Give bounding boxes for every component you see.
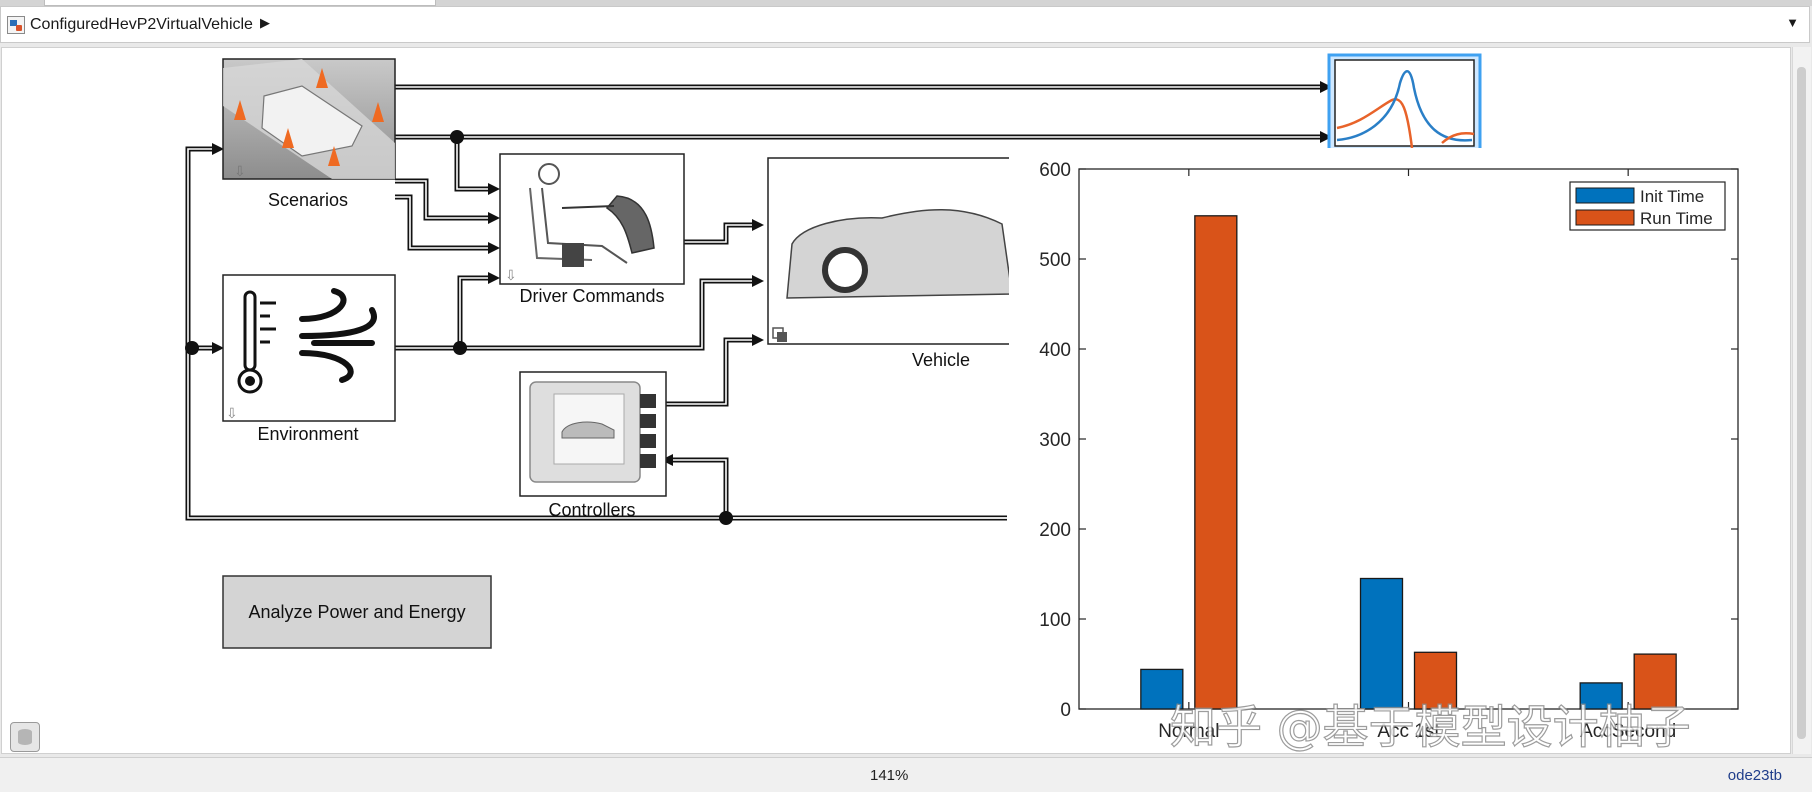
- environment-down-icon: ⇩: [226, 405, 238, 421]
- driver-commands-block[interactable]: ⇩: [499, 153, 685, 285]
- window-top-strip: [0, 0, 1812, 6]
- vertical-scrollbar[interactable]: [1792, 47, 1811, 754]
- scenarios-block[interactable]: ⇩: [222, 58, 396, 180]
- y-tick-label: 500: [1039, 250, 1071, 271]
- breadcrumb: ConfiguredHevP2VirtualVehicle ▶ ▼: [0, 6, 1810, 43]
- analyze-power-energy-button[interactable]: Analyze Power and Energy: [222, 575, 492, 649]
- scope-run-trace: [1336, 98, 1414, 149]
- plot-area: [1078, 168, 1739, 710]
- wind-icon: [299, 288, 377, 383]
- branch-points: [185, 130, 733, 525]
- environment-block[interactable]: ⇩: [222, 274, 396, 422]
- model-canvas[interactable]: ⇩ Scenarios ⇩ Environment ⇩ Driver Comma…: [1, 47, 1791, 754]
- controllers-label: Controllers: [548, 500, 635, 520]
- signal-lines: [185, 84, 1327, 521]
- legend-label: Init Time: [1640, 187, 1704, 206]
- scenarios-down-icon: ⇩: [234, 163, 246, 179]
- y-tick-label: 400: [1039, 340, 1071, 361]
- environment-label: Environment: [257, 424, 358, 444]
- solver-name[interactable]: ode23tb: [1727, 767, 1782, 784]
- database-icon[interactable]: [10, 722, 40, 752]
- scope-block[interactable]: [1327, 53, 1482, 153]
- legend-swatch: [1575, 187, 1635, 204]
- bar-run-time: [1194, 215, 1238, 710]
- driver-commands-label: Driver Commands: [519, 286, 664, 306]
- wheel-icon: [822, 247, 868, 293]
- y-tick-label: 100: [1039, 610, 1071, 631]
- block-diagram[interactable]: ⇩ Scenarios ⇩ Environment ⇩ Driver Comma…: [2, 48, 1791, 754]
- vehicle-label: Vehicle: [912, 350, 970, 370]
- x-tick-label: Acc 1st: [1377, 721, 1440, 742]
- x-tick-label: AccSecond: [1580, 721, 1676, 742]
- bar-init-time: [1140, 668, 1184, 710]
- bar-init-time: [1359, 577, 1404, 710]
- analyze-button-label: Analyze Power and Energy: [248, 602, 465, 622]
- status-bar: 141% ode23tb: [0, 757, 1812, 792]
- bar-init-time: [1579, 682, 1623, 710]
- legend-swatch: [1575, 209, 1635, 226]
- y-tick-label: 300: [1039, 430, 1071, 451]
- model-tab[interactable]: [44, 0, 436, 6]
- bar-run-time: [1413, 651, 1458, 710]
- simulink-model-icon: [7, 16, 25, 34]
- breadcrumb-dropdown-icon[interactable]: ▼: [1786, 15, 1799, 30]
- scrollbar-thumb[interactable]: [1797, 67, 1806, 739]
- y-tick-label: 600: [1039, 160, 1071, 181]
- scope-init-trace: [1336, 70, 1473, 142]
- breadcrumb-model-name[interactable]: ConfiguredHevP2VirtualVehicle: [30, 16, 253, 33]
- driver-down-icon: ⇩: [505, 267, 517, 283]
- controllers-block[interactable]: [519, 371, 667, 497]
- legend-label: Run Time: [1640, 209, 1713, 228]
- driver-icon: [538, 163, 560, 185]
- x-tick-label: Normal: [1158, 721, 1219, 742]
- signal-arrowheads: [212, 81, 1332, 466]
- vehicle-block[interactable]: [767, 157, 1029, 345]
- zoom-level[interactable]: 141%: [870, 767, 909, 784]
- bar-run-time: [1633, 653, 1677, 710]
- y-tick-label: 0: [1060, 700, 1071, 721]
- watermark-text: 知乎 @基于模型设计柚子: [1170, 700, 1691, 754]
- breadcrumb-expand-icon[interactable]: ▶: [260, 15, 270, 30]
- y-tick-label: 200: [1039, 520, 1071, 541]
- scenarios-label: Scenarios: [268, 190, 348, 210]
